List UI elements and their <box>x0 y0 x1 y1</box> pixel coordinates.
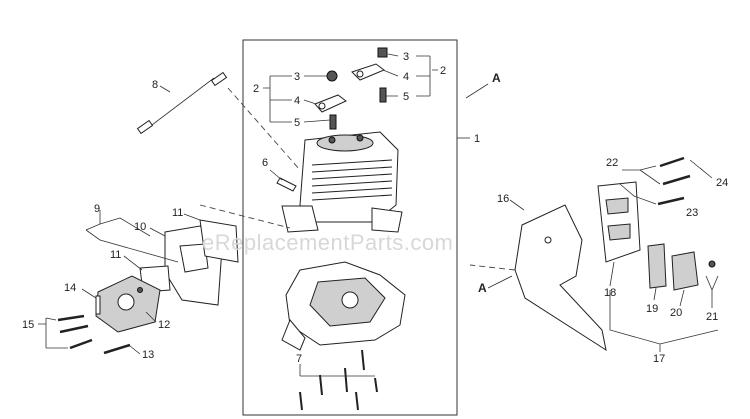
spark-screen-part <box>647 243 667 289</box>
muffler-bolts <box>657 156 691 206</box>
callout-22: 22 <box>606 157 618 169</box>
cylinder-part <box>281 131 403 233</box>
assembly-frame <box>242 39 458 416</box>
callout-18: 18 <box>604 287 616 299</box>
callout-19: 19 <box>646 303 658 315</box>
callout-23: 23 <box>686 207 698 219</box>
callout-12: 12 <box>158 319 170 331</box>
pin-part <box>276 177 297 192</box>
heat-shield-part <box>514 204 607 352</box>
callout-20: 20 <box>670 307 682 319</box>
fuel-line-part <box>136 71 228 135</box>
callout-16: 16 <box>497 193 509 205</box>
screw-21 <box>708 260 716 268</box>
watermark-text: eReplacementParts.com <box>202 230 453 255</box>
callout-14: 14 <box>64 282 76 294</box>
crankcase-screws <box>299 349 378 411</box>
callout-3-right: 3 <box>403 51 409 63</box>
gasket-upper <box>199 219 239 263</box>
callout-2-left: 2 <box>253 83 259 95</box>
carburetor-part <box>95 275 161 333</box>
callout-7: 7 <box>296 353 302 365</box>
crankcase-part <box>281 261 406 351</box>
callout-24: 24 <box>716 177 728 189</box>
pin-14 <box>95 295 101 315</box>
callout-6: 6 <box>262 157 268 169</box>
rocker-assembly-left <box>314 70 347 130</box>
callout-21: 21 <box>706 311 718 323</box>
callout-2-right: 2 <box>440 65 446 77</box>
callout-11-top: 11 <box>172 207 183 219</box>
muffler-cover-part <box>671 251 699 291</box>
reference-mark-lower: A <box>478 281 487 295</box>
callout-10: 10 <box>134 221 146 233</box>
callout-3-left: 3 <box>294 71 300 83</box>
callout-5-right: 5 <box>403 91 409 103</box>
callout-15: 15 <box>22 319 34 331</box>
callout-11-left: 11 <box>110 249 121 261</box>
callout-1: 1 <box>474 133 480 145</box>
callout-5-left: 5 <box>294 117 300 129</box>
screw-13 <box>103 343 131 355</box>
callout-4-right: 4 <box>403 71 409 83</box>
callout-8: 8 <box>152 79 158 91</box>
callout-9: 9 <box>94 203 100 215</box>
muffler-part <box>597 181 641 263</box>
reference-mark-upper: A <box>492 71 501 85</box>
callout-17: 17 <box>653 353 665 365</box>
screws-15 <box>57 314 93 350</box>
callout-13: 13 <box>142 349 154 361</box>
callout-4-left: 4 <box>294 95 300 107</box>
rocker-assembly-right <box>351 47 388 103</box>
leader-lines <box>38 53 719 377</box>
